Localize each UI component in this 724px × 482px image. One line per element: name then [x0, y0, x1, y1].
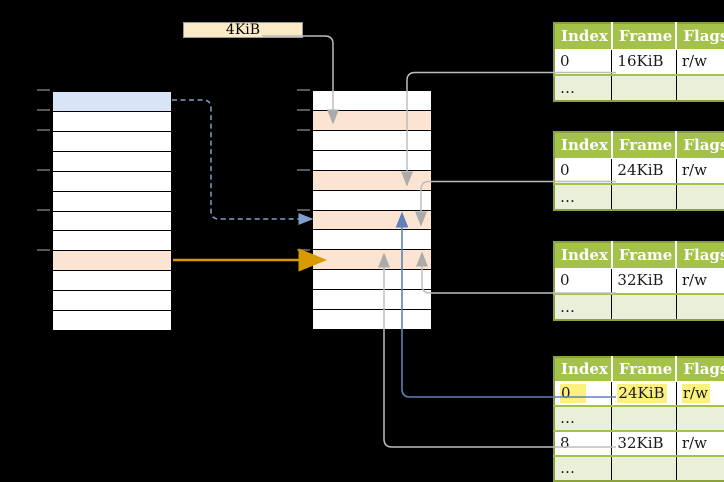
left-memory-row-row-9	[53, 251, 171, 272]
middle-memory-row-row-3	[313, 130, 431, 151]
page-table-header-index: Index	[554, 132, 612, 159]
page-table-cell	[611, 455, 677, 481]
page-size-label-box: 4KiB	[183, 22, 303, 38]
page-table-header-flags: Flags	[675, 23, 724, 50]
page-table-header-frame: Frame	[610, 23, 677, 50]
left-memory-row-row-5	[53, 171, 171, 192]
page-table-cell: …	[554, 455, 612, 481]
page-table-cell: 0	[554, 49, 612, 75]
page-table-cell: 0	[554, 381, 612, 406]
middle-memory-row-row-2	[313, 110, 431, 131]
middle-memory-row-row-4	[313, 150, 431, 171]
page-table-cell: 0	[554, 158, 612, 184]
page-size-label: 4KiB	[225, 22, 261, 38]
arrow-virtual-page1-dashed	[172, 99, 314, 225]
page-table-cell: r/w	[675, 268, 724, 294]
page-table-cell: r/w	[675, 430, 724, 456]
page-table-header-index: Index	[554, 23, 612, 50]
page-table-cell: 24KiB	[611, 158, 677, 184]
page-table-cell: r/w	[675, 381, 724, 406]
page-table-cell: r/w	[675, 158, 724, 184]
page-table-cell	[675, 405, 724, 431]
page-table-cell: 0	[554, 268, 612, 294]
middle-memory-row-row-1	[313, 91, 431, 111]
middle-memory-row-row-6	[313, 190, 431, 211]
page-table-header-flags: Flags	[675, 132, 724, 159]
left-memory-column	[52, 91, 172, 331]
page-table-cell	[611, 183, 677, 210]
middle-memory-row-row-11	[313, 290, 431, 311]
middle-memory-row-row-9	[313, 250, 431, 271]
left-memory-row-row-1	[53, 92, 171, 112]
left-memory-row-row-7	[53, 211, 171, 232]
page-table-header-flags: Flags	[675, 357, 724, 382]
middle-memory-row-row-7	[313, 210, 431, 231]
page-table-header-index: Index	[554, 242, 612, 269]
page-table-4-row-3: …	[554, 455, 724, 481]
left-memory-row-row-4	[53, 151, 171, 172]
page-table-cell: …	[554, 74, 612, 101]
page-table-cell: …	[554, 293, 612, 320]
middle-memory-row-row-10	[313, 270, 431, 291]
page-table-cell	[611, 405, 677, 431]
middle-memory-row-row-12	[313, 310, 431, 330]
left-memory-row-row-2	[53, 111, 171, 132]
page-table-cell	[675, 455, 724, 481]
left-memory-row-row-10	[53, 271, 171, 292]
page-table-cell	[675, 293, 724, 320]
page-table-header-frame: Frame	[610, 132, 677, 159]
page-table-cell: …	[554, 183, 612, 210]
left-memory-row-row-3	[53, 131, 171, 152]
page-table-cell	[675, 74, 724, 101]
page-table-header-frame: Frame	[610, 357, 677, 382]
page-table-header-index: Index	[554, 357, 612, 382]
middle-memory-row-row-8	[313, 230, 431, 251]
page-table-cell	[611, 293, 677, 320]
page-table-3-row-1: …	[554, 293, 724, 320]
page-table-cell: 16KiB	[611, 49, 677, 75]
page-table-header-frame: Frame	[610, 242, 677, 269]
page-table-cell: r/w	[675, 49, 724, 75]
left-memory-row-row-6	[53, 191, 171, 212]
page-table-cell: 32KiB	[611, 268, 677, 294]
page-table-cell: 32KiB	[611, 430, 677, 456]
page-table-cell: 24KiB	[611, 381, 677, 406]
page-table-cell	[675, 183, 724, 210]
page-table-cell: …	[554, 405, 612, 431]
page-table-cell	[611, 74, 677, 101]
page-table-header-flags: Flags	[675, 242, 724, 269]
left-memory-row-row-11	[53, 291, 171, 312]
page-table-2-row-1: …	[554, 183, 724, 210]
page-table-1-row-1: …	[554, 74, 724, 101]
page-table-cell: 8	[554, 430, 612, 456]
left-memory-row-row-8	[53, 231, 171, 252]
left-memory-row-row-12	[53, 311, 171, 331]
middle-memory-column	[312, 90, 432, 330]
middle-memory-row-row-5	[313, 170, 431, 191]
page-table-4-row-1: …	[554, 405, 724, 431]
